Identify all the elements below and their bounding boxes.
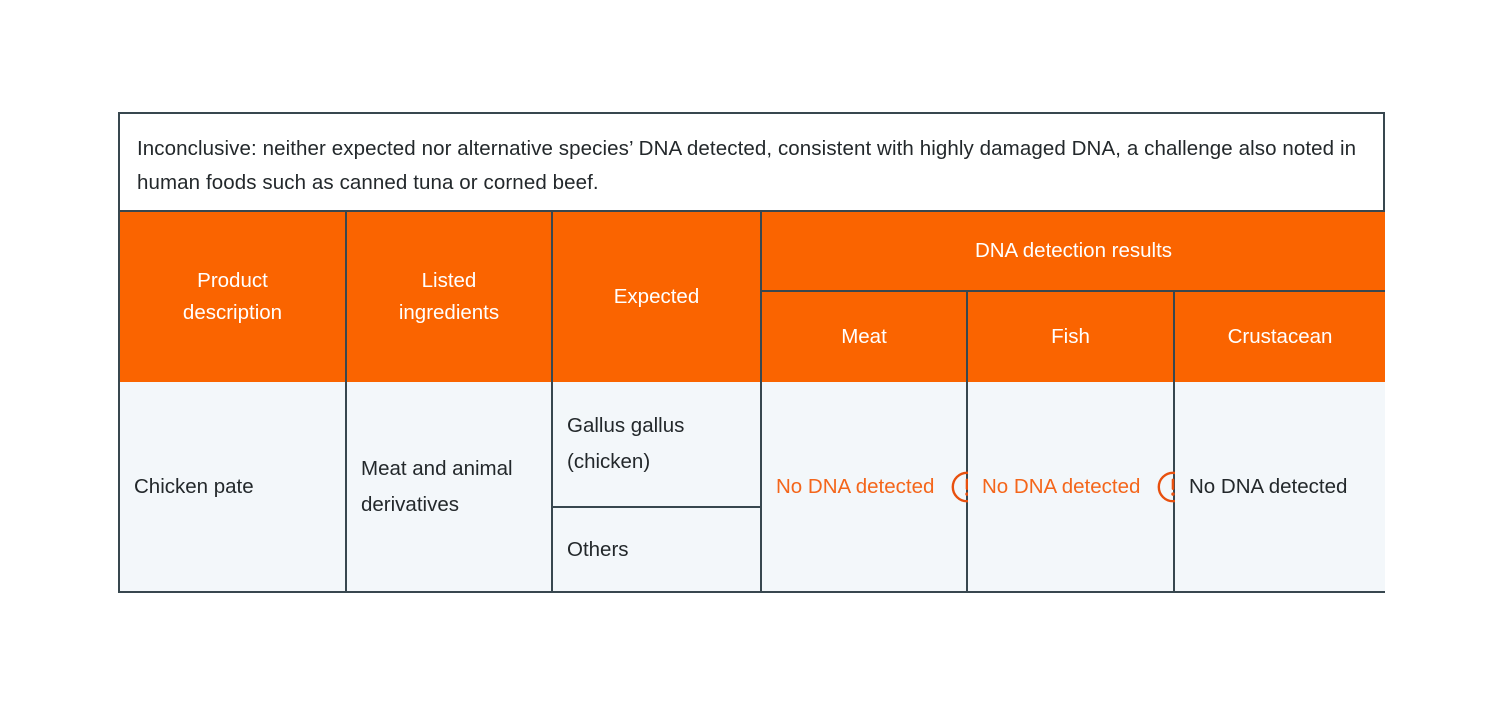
column-header-product-description: Product description (120, 212, 347, 382)
table-note-text: Inconclusive: neither expected nor alter… (137, 137, 1357, 194)
product-description-line2: description (182, 301, 283, 324)
column-header-crustacean-label: Crustacean (1227, 325, 1333, 348)
cell-result-fish: No DNA detected (968, 382, 1189, 591)
cell-expected-species-primary: Gallus gallus (chicken) (553, 382, 762, 508)
cell-result-crustacean: No DNA detected (1175, 382, 1385, 591)
column-header-meat: Meat (762, 292, 968, 382)
column-header-crustacean: Crustacean (1175, 292, 1385, 382)
cell-result-meat-text: No DNA detected (776, 474, 935, 498)
cell-expected-species-others-text: Others (567, 537, 629, 561)
cell-result-meat: No DNA detected (762, 382, 983, 591)
cell-expected-species-others: Others (553, 508, 762, 591)
cell-listed-ingredients-text: Meat and animal derivatives (361, 456, 513, 516)
column-header-expected-label: Expected (613, 285, 700, 308)
table-note-row: Inconclusive: neither expected nor alter… (120, 114, 1383, 212)
cell-product-description-text: Chicken pate (134, 474, 254, 498)
cell-result-crustacean-text: No DNA detected (1189, 474, 1348, 498)
dna-detection-results-label: DNA detection results (974, 239, 1173, 262)
cell-listed-ingredients: Meat and animal derivatives (347, 382, 553, 591)
table-header-band: Product description Listed ingredients E… (120, 212, 1385, 382)
column-header-expected: Expected (553, 212, 762, 382)
listed-ingredients-line1: Listed (421, 269, 477, 292)
column-header-meat-label: Meat (841, 325, 887, 348)
cell-result-fish-text: No DNA detected (982, 474, 1141, 498)
column-header-fish-label: Fish (1051, 325, 1090, 348)
table-row: Chicken pate Meat and animal derivatives… (120, 382, 1385, 591)
column-header-dna-detection-results: DNA detection results (762, 212, 1385, 292)
listed-ingredients-line2: ingredients (398, 301, 500, 324)
dna-results-table: Inconclusive: neither expected nor alter… (118, 112, 1385, 593)
cell-expected-species-primary-text: Gallus gallus (chicken) (567, 414, 685, 473)
cell-product-description: Chicken pate (120, 382, 347, 591)
column-header-fish: Fish (968, 292, 1175, 382)
product-description-line1: Product (197, 269, 268, 292)
column-header-listed-ingredients: Listed ingredients (347, 212, 553, 382)
